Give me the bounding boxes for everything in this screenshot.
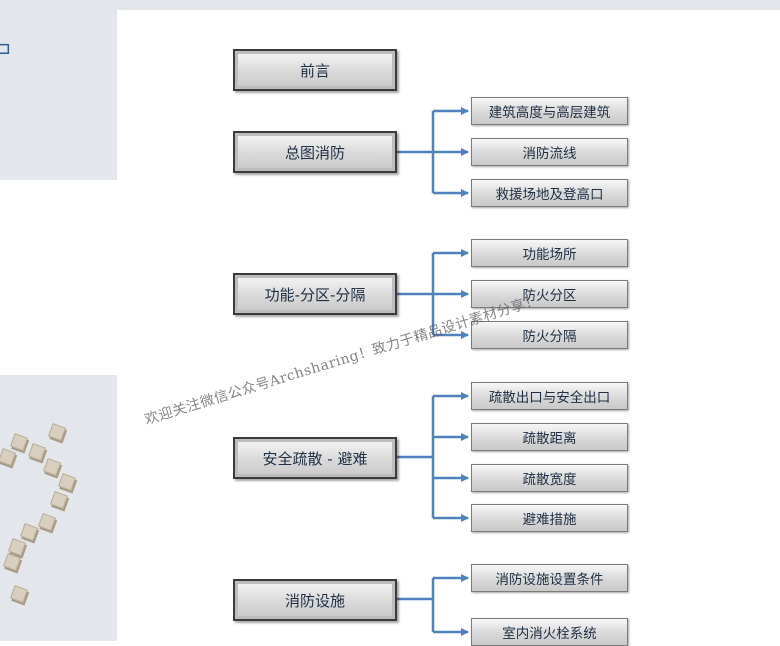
subnode-hydrant-system: 室内消火栓系统 (471, 618, 628, 646)
node-general-plan: 总图消防 (233, 131, 397, 173)
subnode-fire-separation: 防火分隔 (471, 321, 628, 349)
node-function-zoning: 功能-分区-分隔 (233, 273, 397, 315)
node-facilities: 消防设施 (233, 579, 397, 621)
subnode-facility-conditions: 消防设施设置条件 (471, 564, 628, 592)
left-panel-top: ⊐ (0, 10, 117, 180)
subnode-refuge-measures: 避难措施 (471, 504, 628, 532)
subnode-building-height: 建筑高度与高层建筑 (471, 97, 628, 125)
node-preface: 前言 (233, 49, 397, 91)
bracket-icon: ⊐ (0, 38, 12, 59)
subnode-evacuation-width: 疏散宽度 (471, 464, 628, 492)
subnode-function-places: 功能场所 (471, 239, 628, 267)
top-bar (0, 0, 780, 10)
subnode-evacuation-exits: 疏散出口与安全出口 (471, 382, 628, 410)
subnode-fire-flow: 消防流线 (471, 138, 628, 166)
node-evacuation: 安全疏散 - 避难 (233, 437, 397, 479)
subnode-evacuation-distance: 疏散距离 (471, 423, 628, 451)
subnode-rescue-site: 救援场地及登高口 (471, 179, 628, 207)
subnode-fire-compartment: 防火分区 (471, 280, 628, 308)
question-mark-cubes-image (0, 375, 117, 641)
